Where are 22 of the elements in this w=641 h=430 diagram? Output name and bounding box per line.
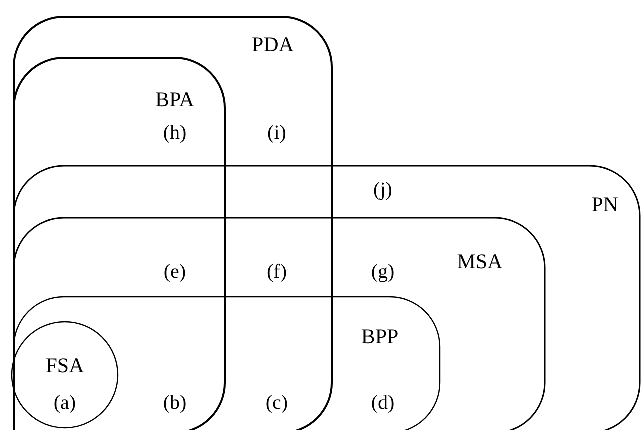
set-label: PN	[592, 194, 618, 216]
region-label: (i)	[268, 123, 286, 143]
rounded-set-outline	[14, 17, 332, 430]
region-label: (e)	[164, 262, 186, 282]
region-label: (h)	[163, 123, 187, 143]
rounded-set-outline	[14, 218, 545, 430]
rounded-set-outline	[14, 166, 640, 430]
region-label: (a)	[54, 393, 76, 413]
region-label: (f)	[267, 262, 287, 282]
set-label: BPA	[156, 90, 194, 110]
region-label: (j)	[374, 180, 392, 200]
circle-set	[12, 322, 118, 428]
set-label: FSA	[46, 356, 84, 376]
set-label: PDA	[252, 34, 294, 56]
region-label: (b)	[163, 393, 187, 413]
set-label: MSA	[457, 252, 503, 272]
region-label: (d)	[371, 393, 395, 413]
set-label: BPP	[361, 326, 399, 348]
region-label: (g)	[371, 262, 395, 282]
rounded-set-outline	[14, 297, 440, 430]
rounded-set-outline	[14, 58, 225, 430]
region-label: (c)	[266, 393, 288, 413]
